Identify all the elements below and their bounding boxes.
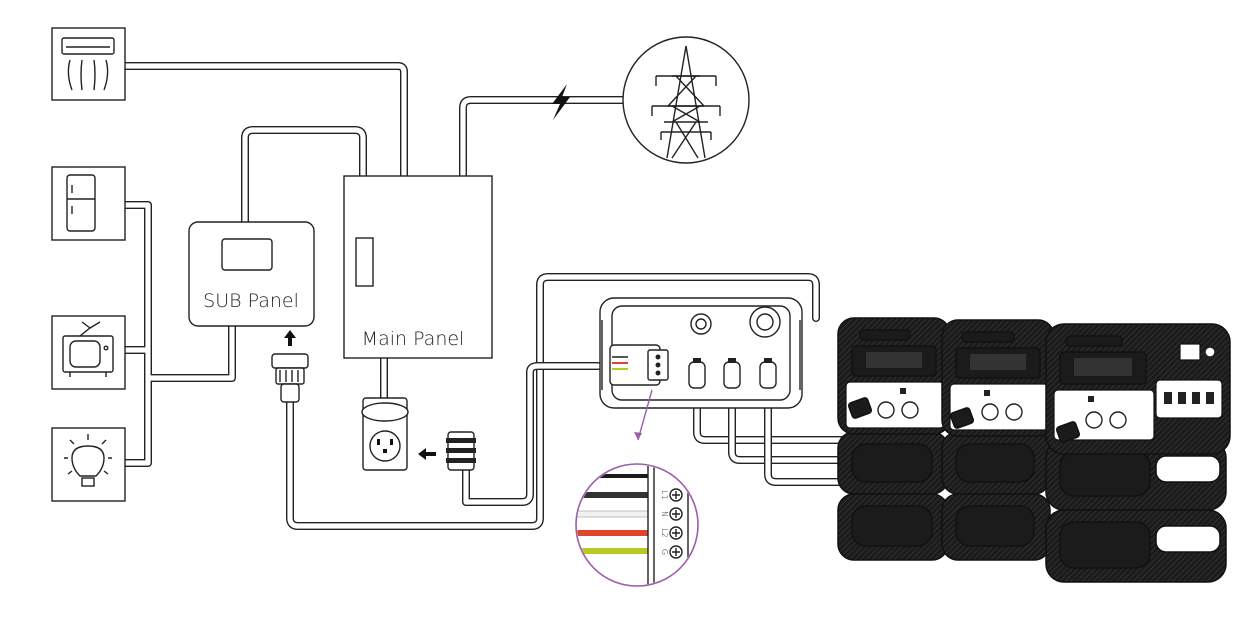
terminal-label-l2: L2: [660, 528, 669, 538]
terminal-label-g: G: [660, 549, 669, 555]
arrow-left-icon: [418, 448, 436, 460]
arrow-up-icon: [284, 330, 296, 346]
television-icon: [51, 315, 126, 390]
power-station-3: [1045, 323, 1231, 455]
input-plug: [446, 431, 476, 471]
power-station-2: [941, 319, 1055, 437]
generator-inlet-plug: [271, 353, 309, 403]
light-bulb-icon: [51, 427, 126, 502]
power-outlet: [361, 397, 409, 471]
terminal-label-n: N: [660, 511, 669, 517]
lightning-icon: [552, 84, 570, 120]
cables: [121, 62, 1072, 530]
callout-pointer: [634, 389, 653, 441]
power-tower-icon: [622, 36, 750, 164]
main-panel-label: Main Panel: [362, 328, 465, 350]
battery-stack-bottom: [837, 431, 1227, 583]
battery-connectors: [847, 397, 1081, 443]
sub-panel: SUB Panel: [188, 221, 315, 327]
main-panel: Main Panel: [343, 175, 493, 359]
air-conditioner-icon: [51, 27, 126, 101]
refrigerator-icon: [51, 166, 126, 241]
terminal-zoom-detail: L1 N L2 G: [575, 463, 699, 587]
sub-panel-label: SUB Panel: [203, 290, 299, 312]
transfer-hub: [599, 297, 803, 409]
terminal-label-l1: L1: [660, 490, 669, 500]
